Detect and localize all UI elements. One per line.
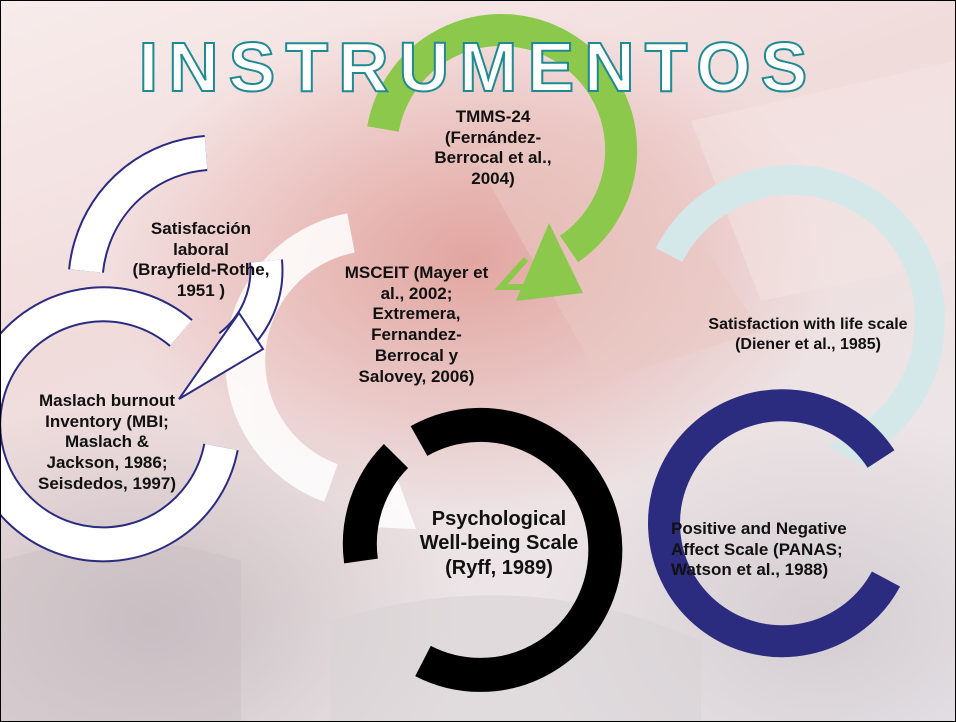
panas-circular-arrow	[648, 389, 901, 658]
pwb-line: (Ryff, 1989)	[445, 556, 553, 579]
satisfaccion-circular-arrow	[68, 135, 284, 400]
tmms-label: TMMS-24 (Fernández- Berrocal et al., 200…	[413, 107, 573, 190]
swl-line: Satisfaction with life scale	[708, 316, 908, 333]
maslach-line: Jackson, 1986;	[46, 453, 168, 473]
tmms-line: (Fernández-	[444, 127, 542, 147]
pwb-label: Psychological Well-being Scale (Ryff, 19…	[409, 507, 589, 580]
panas-line: Positive and Negative	[671, 519, 847, 538]
panas-line: Watson et al., 1988)	[671, 560, 829, 580]
pwb-line: Well-being Scale	[419, 532, 579, 555]
msceit-line: al., 2002;	[380, 283, 453, 303]
satisfaccion-line: (Brayfield-Rothe,	[132, 260, 270, 280]
slide-title: INSTRUMENTOS	[138, 27, 818, 107]
maslach-line: Seisdedos, 1997)	[38, 473, 176, 493]
msceit-line: Extremera,	[372, 304, 461, 324]
pwb-circular-arrow	[342, 407, 623, 692]
tmms-line: TMMS-24	[455, 107, 531, 126]
msceit-line: Berrocal y	[374, 345, 459, 365]
maslach-line: Maslach burnout	[38, 391, 175, 410]
satisfaccion-line: 1951 )	[176, 281, 226, 301]
satisfaccion-line: Satisfacción	[150, 219, 252, 238]
maslach-circular-arrow	[1, 286, 239, 563]
tmms-line: Berrocal et al.,	[434, 148, 552, 168]
panas-label: Positive and Negative Affect Scale (PANA…	[671, 519, 911, 581]
swl-line: (Diener et al., 1985)	[735, 335, 881, 353]
maslach-label: Maslach burnout Inventory (MBI; Maslach …	[7, 391, 207, 495]
panas-line: Affect Scale (PANAS;	[671, 539, 843, 559]
msceit-line: MSCEIT (Mayer et	[344, 263, 489, 282]
satisfaccion-label: Satisfacción laboral (Brayfield-Rothe, 1…	[111, 219, 291, 302]
maslach-line: Maslach &	[64, 432, 150, 452]
msceit-label: MSCEIT (Mayer et al., 2002; Extremera, F…	[319, 263, 514, 387]
msceit-line: Fernandez-	[371, 325, 462, 345]
swl-label: Satisfaction with life scale (Diener et …	[673, 315, 943, 354]
tmms-circular-arrow	[367, 14, 638, 301]
msceit-line: Salovey, 2006)	[358, 366, 475, 386]
maslach-line: Inventory (MBI;	[45, 411, 169, 431]
pwb-line: Psychological	[431, 508, 567, 530]
tmms-line: 2004)	[471, 169, 515, 189]
satisfaccion-line: laboral	[173, 239, 229, 259]
